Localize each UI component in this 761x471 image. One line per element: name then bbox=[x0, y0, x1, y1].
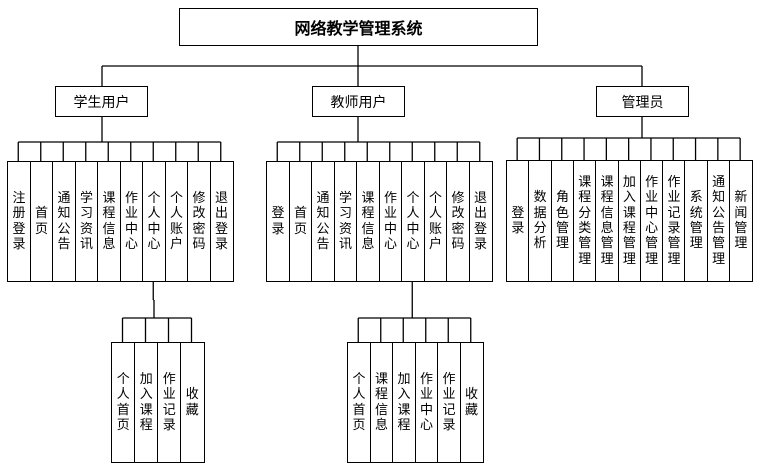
teacher-personal-item-5: 收藏 bbox=[459, 342, 484, 463]
admin-module-5: 加入课程管理 bbox=[617, 160, 642, 282]
admin-module-label: 课程信息管理 bbox=[600, 175, 614, 267]
admin-module-label: 作业记录管理 bbox=[667, 175, 681, 267]
teacher-personal-item-0: 个人首页 bbox=[347, 342, 371, 463]
teacher-module-label: 个人账户 bbox=[428, 190, 442, 252]
teacher-module-label: 登录 bbox=[271, 206, 285, 237]
admin-module-9: 通知公告管理 bbox=[706, 160, 731, 282]
teacher-module-label: 个人中心 bbox=[406, 190, 420, 252]
student-personal-item-2: 作业记录 bbox=[157, 342, 182, 463]
student-personal-item-label: 收藏 bbox=[185, 387, 199, 418]
teacher-personal-item-3: 作业中心 bbox=[414, 342, 439, 463]
student-module-6: 个人中心 bbox=[142, 161, 166, 282]
student-module-label: 个人账户 bbox=[169, 190, 183, 252]
admin-module-label: 新闻管理 bbox=[734, 190, 748, 252]
student-personal-item-0: 个人首页 bbox=[111, 342, 136, 463]
teacher-module-label: 学习资讯 bbox=[338, 190, 352, 252]
admin-module-7: 作业记录管理 bbox=[662, 160, 686, 282]
student-personal-item-label: 作业记录 bbox=[162, 371, 176, 433]
admin-module-label: 加入课程管理 bbox=[622, 175, 636, 267]
teacher-module-label: 课程信息 bbox=[361, 190, 375, 252]
admin-module-label: 数据分析 bbox=[533, 190, 547, 252]
student-personal-item-1: 加入课程 bbox=[134, 342, 159, 463]
student-module-label: 作业中心 bbox=[124, 190, 138, 252]
admin-module-4: 课程信息管理 bbox=[595, 160, 619, 282]
admin-module-label: 课程分类管理 bbox=[578, 175, 592, 267]
teacher-personal-item-label: 作业中心 bbox=[419, 371, 433, 433]
root-title: 网络教学管理系统 bbox=[294, 19, 423, 38]
teacher-personal-item-label: 课程信息 bbox=[374, 371, 388, 433]
student-module-label: 修改密码 bbox=[192, 190, 206, 252]
admin-module-2: 角色管理 bbox=[550, 160, 575, 282]
teacher-personal-item-2: 加入课程 bbox=[392, 342, 416, 463]
student-module-3: 学习资讯 bbox=[74, 161, 99, 282]
student-module-5: 作业中心 bbox=[119, 161, 144, 282]
admin-module-8: 系统管理 bbox=[684, 160, 709, 282]
teacher-personal-item-label: 作业记录 bbox=[442, 371, 456, 433]
student-module-label: 退出登录 bbox=[214, 190, 228, 252]
role-node-student: 学生用户 bbox=[55, 86, 148, 117]
student-module-label: 通知公告 bbox=[57, 190, 71, 252]
student-module-label: 课程信息 bbox=[102, 190, 116, 252]
teacher-personal-item-label: 加入课程 bbox=[397, 371, 411, 433]
student-module-1: 首页 bbox=[29, 161, 54, 282]
teacher-personal-item-4: 作业记录 bbox=[437, 342, 461, 463]
teacher-module-4: 课程信息 bbox=[356, 161, 380, 282]
teacher-module-0: 登录 bbox=[266, 161, 290, 282]
student-module-label: 学习资讯 bbox=[79, 190, 93, 252]
teacher-module-5: 作业中心 bbox=[378, 161, 403, 282]
admin-module-1: 数据分析 bbox=[528, 160, 553, 282]
student-personal-item-label: 加入课程 bbox=[139, 371, 153, 433]
role-label-teacher: 教师用户 bbox=[330, 94, 387, 111]
teacher-personal-item-label: 个人首页 bbox=[352, 371, 366, 433]
student-module-9: 退出登录 bbox=[209, 161, 234, 282]
student-module-4: 课程信息 bbox=[97, 161, 121, 282]
teacher-module-1: 首页 bbox=[288, 161, 313, 282]
admin-module-label: 作业中心管理 bbox=[645, 175, 659, 267]
teacher-personal-item-label: 收藏 bbox=[464, 387, 478, 418]
student-module-label: 个人中心 bbox=[147, 190, 161, 252]
student-module-0: 注册登录 bbox=[7, 161, 31, 282]
student-module-8: 修改密码 bbox=[187, 161, 211, 282]
teacher-module-3: 学习资讯 bbox=[333, 161, 358, 282]
teacher-module-9: 退出登录 bbox=[468, 161, 493, 282]
student-personal-item-3: 收藏 bbox=[180, 342, 205, 463]
teacher-module-label: 通知公告 bbox=[316, 190, 330, 252]
role-label-admin: 管理员 bbox=[621, 94, 664, 111]
teacher-module-label: 退出登录 bbox=[473, 190, 487, 252]
admin-module-6: 作业中心管理 bbox=[639, 160, 664, 282]
role-label-student: 学生用户 bbox=[73, 94, 130, 111]
role-node-teacher: 教师用户 bbox=[312, 86, 405, 117]
admin-module-label: 角色管理 bbox=[555, 190, 569, 252]
teacher-module-7: 个人账户 bbox=[423, 161, 448, 282]
student-module-label: 注册登录 bbox=[12, 190, 26, 252]
student-module-label: 首页 bbox=[34, 206, 48, 237]
admin-module-label: 登录 bbox=[511, 205, 525, 236]
root-node: 网络教学管理系统 bbox=[179, 8, 538, 46]
teacher-personal-item-1: 课程信息 bbox=[369, 342, 394, 463]
admin-module-10: 新闻管理 bbox=[729, 160, 753, 282]
admin-module-label: 系统管理 bbox=[689, 190, 703, 252]
student-module-7: 个人账户 bbox=[164, 161, 189, 282]
student-module-2: 通知公告 bbox=[52, 161, 76, 282]
teacher-module-2: 通知公告 bbox=[311, 161, 335, 282]
admin-module-0: 登录 bbox=[506, 160, 530, 282]
teacher-module-label: 首页 bbox=[293, 206, 307, 237]
role-node-admin: 管理员 bbox=[596, 86, 689, 117]
teacher-module-label: 修改密码 bbox=[451, 190, 465, 252]
admin-module-3: 课程分类管理 bbox=[572, 160, 597, 282]
teacher-module-8: 修改密码 bbox=[446, 161, 470, 282]
teacher-module-label: 作业中心 bbox=[383, 190, 397, 252]
student-personal-item-label: 个人首页 bbox=[116, 371, 130, 433]
admin-module-label: 通知公告管理 bbox=[712, 175, 726, 267]
teacher-module-6: 个人中心 bbox=[401, 161, 425, 282]
